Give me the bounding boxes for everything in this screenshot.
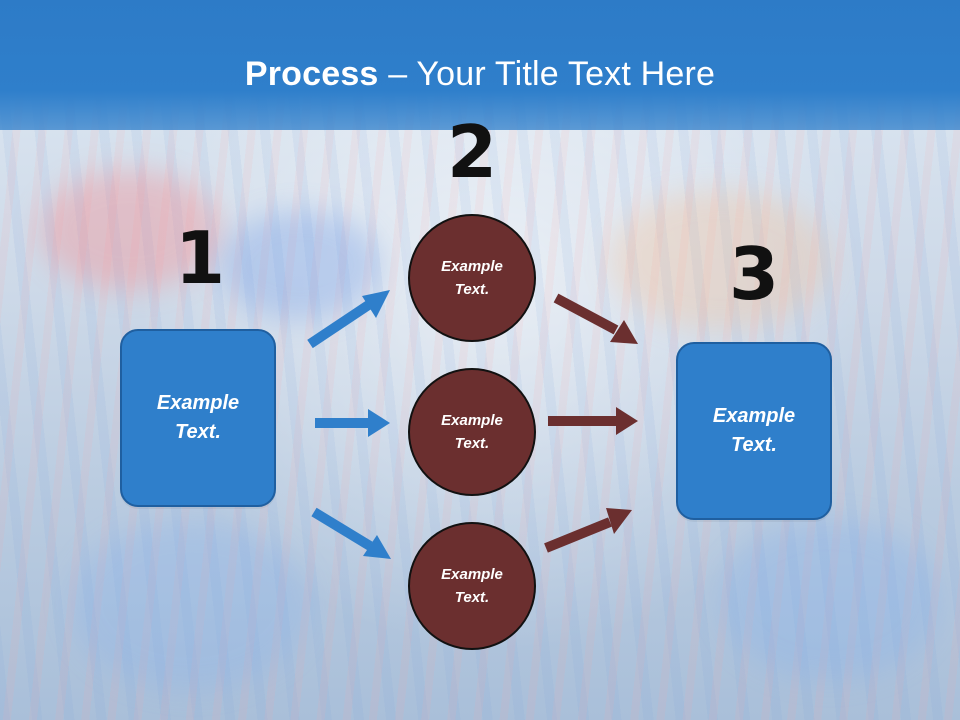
step-number-1: 1 [174, 216, 226, 300]
slide-title: Process – Your Title Text Here [0, 52, 960, 96]
process-box-right-text: Example Text. [712, 405, 796, 456]
title-bar [0, 0, 960, 130]
process-circle-bottom-text: Example Text. [441, 566, 503, 606]
arrow-blue-to-middle [315, 409, 390, 437]
background-bokeh-blob [70, 520, 310, 690]
background-bokeh-blob [220, 210, 380, 320]
process-box-right: Example Text. [676, 342, 832, 520]
arrow-brown-from-middle [548, 407, 638, 435]
process-circle-middle: Example Text. [408, 368, 536, 496]
process-box-left-text: Example Text. [156, 392, 240, 443]
process-circle-middle-text: Example Text. [441, 412, 503, 452]
process-circle-top-text: Example Text. [441, 258, 503, 298]
background-bokeh-blob [610, 190, 830, 330]
background-bokeh-blob [40, 170, 220, 290]
process-circle-top: Example Text. [408, 214, 536, 342]
title-strong: Process [244, 55, 379, 93]
arrow-brown-from-bottom [544, 508, 632, 553]
process-circle-bottom: Example Text. [408, 522, 536, 650]
arrow-blue-to-top [307, 290, 390, 349]
background-bokeh-blob [720, 520, 940, 680]
title-rest: Your Title Text Here [416, 55, 716, 93]
process-box-left: Example Text. [120, 329, 276, 507]
title-separator: – [378, 55, 417, 93]
step-number-2: 2 [446, 110, 498, 194]
step-number-3: 3 [728, 232, 780, 316]
arrow-brown-from-top [553, 293, 638, 344]
arrow-blue-to-bottom [311, 507, 391, 559]
